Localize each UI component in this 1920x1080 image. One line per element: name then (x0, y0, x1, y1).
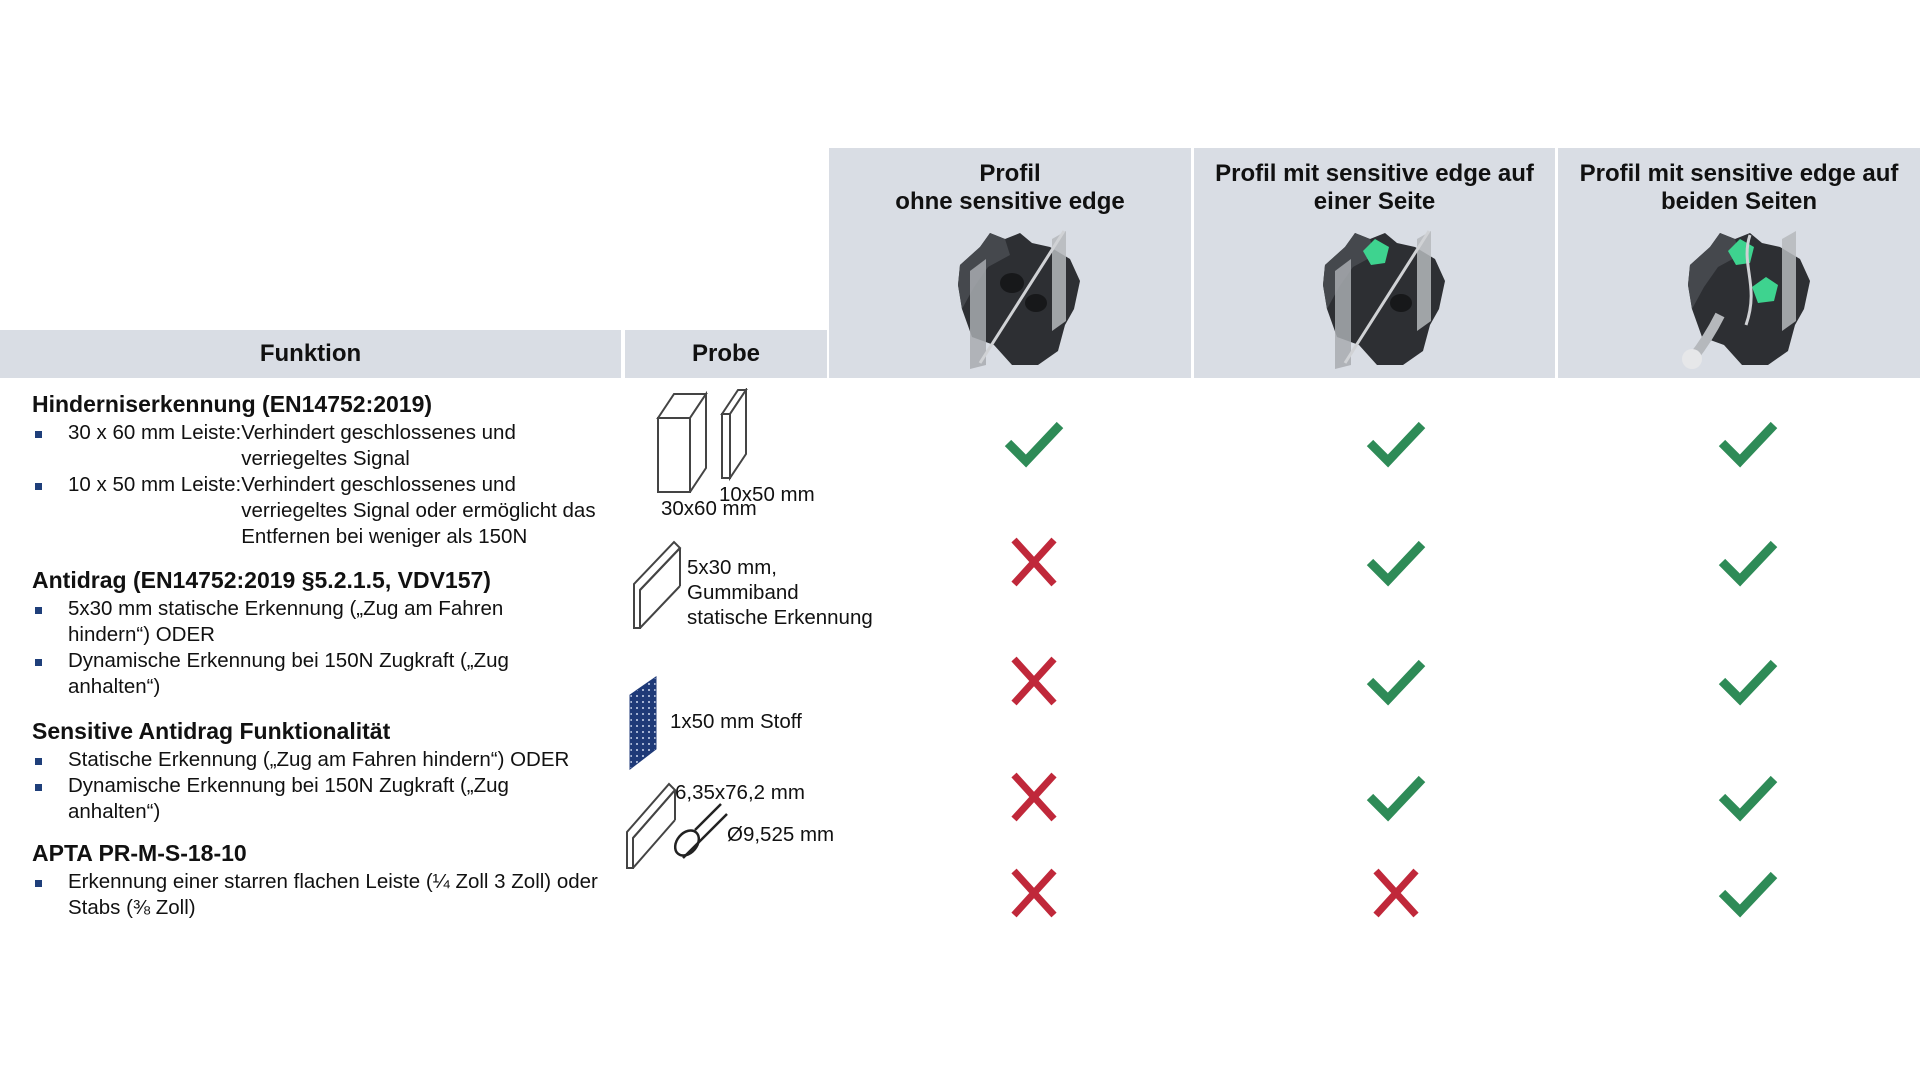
bullet-item: Erkennung einer starren flachen Leiste (… (32, 869, 608, 921)
bullet-item: 5x30 mm statische Erkennung („Zug am Fah… (32, 596, 558, 648)
funktion-label: Funktion (259, 340, 362, 367)
check-icon (1366, 775, 1426, 822)
probe-label: Probe (691, 340, 760, 367)
cross-icon (1011, 656, 1057, 706)
check-icon (1718, 540, 1778, 587)
probe-header (625, 330, 827, 378)
profile-image-one-edge (1323, 230, 1445, 369)
section-antidrag: Antidrag (EN14752:2019 §5.2.1.5, VDV157)… (32, 566, 592, 700)
section-apta: APTA PR-M-S-18-10 Erkennung einer starre… (32, 839, 622, 921)
probe-10x50-label: 10x50 mm (719, 483, 815, 506)
probe-stoff-icon (629, 676, 657, 770)
bullet-key: 30 x 60 mm Leiste: (68, 421, 242, 444)
section-title: Hinderniserkennung (EN14752:2019) (32, 391, 433, 417)
check-icon (1718, 421, 1778, 468)
profile-image-two-edges (1682, 231, 1810, 369)
check-icon (1718, 659, 1778, 706)
probe-30x60-label: 30x60 mm (661, 497, 757, 520)
check-icon (1366, 421, 1426, 468)
probe-5x30-label: 5x30 mm, Gummiband statische Erkennung (687, 556, 873, 629)
cross-icon (1011, 772, 1057, 822)
section-title: Antidrag (EN14752:2019 §5.2.1.5, VDV157) (32, 567, 491, 593)
bullet-item: 30 x 60 mm Leiste: Verhindert geschlosse… (32, 420, 622, 472)
bullet-text: Verhindert geschlossenes und verriegelte… (241, 421, 516, 470)
profile-image-no-edge (958, 230, 1080, 369)
cross-icon (1011, 868, 1057, 918)
column-title-3: Profil mit sensitive edge auf beiden Sei… (1579, 160, 1899, 215)
bullet-text: Verhindert geschlossenes und verriegelte… (241, 473, 596, 548)
probe-5x30-icon (633, 540, 682, 629)
section-title: APTA PR-M-S-18-10 (32, 840, 247, 866)
cross-icon (1373, 868, 1419, 918)
check-icon (1366, 659, 1426, 706)
bullet-key: 10 x 50 mm Leiste: (68, 473, 242, 496)
bullet-item: 10 x 50 mm Leiste: Verhindert geschlosse… (32, 472, 622, 550)
column-title-1: Profil ohne sensitive edge (895, 160, 1125, 215)
check-icon (1004, 421, 1064, 468)
check-icon (1718, 775, 1778, 822)
probe-stoff-label: 1x50 mm Stoff (670, 710, 802, 733)
section-hinderniserkennung: Hinderniserkennung (EN14752:2019) 30 x 6… (32, 390, 622, 550)
section-title: Sensitive Antidrag Funktionalität (32, 718, 391, 744)
section-sensitive-antidrag: Sensitive Antidrag Funktionalität Statis… (32, 717, 622, 825)
probe-30x60-10x50-icon (656, 388, 748, 493)
check-icon (1366, 540, 1426, 587)
bullet-item: Dynamische Erkennung bei 150N Zugkraft (… (32, 648, 558, 700)
probe-apta-icon (626, 782, 728, 869)
bullet-item: Dynamische Erkennung bei 150N Zugkraft (… (32, 773, 558, 825)
funktion-header (0, 330, 621, 378)
bullet-item: Statische Erkennung („Zug am Fahren hind… (32, 747, 622, 773)
probe-apta-rod-label: Ø9,525 mm (727, 823, 835, 846)
check-icon (1718, 871, 1778, 918)
cross-icon (1011, 537, 1057, 587)
probe-apta-flat-label: 6,35x76,2 mm (675, 781, 805, 804)
column-title-2: Profil mit sensitive edge auf einer Seit… (1215, 160, 1534, 215)
